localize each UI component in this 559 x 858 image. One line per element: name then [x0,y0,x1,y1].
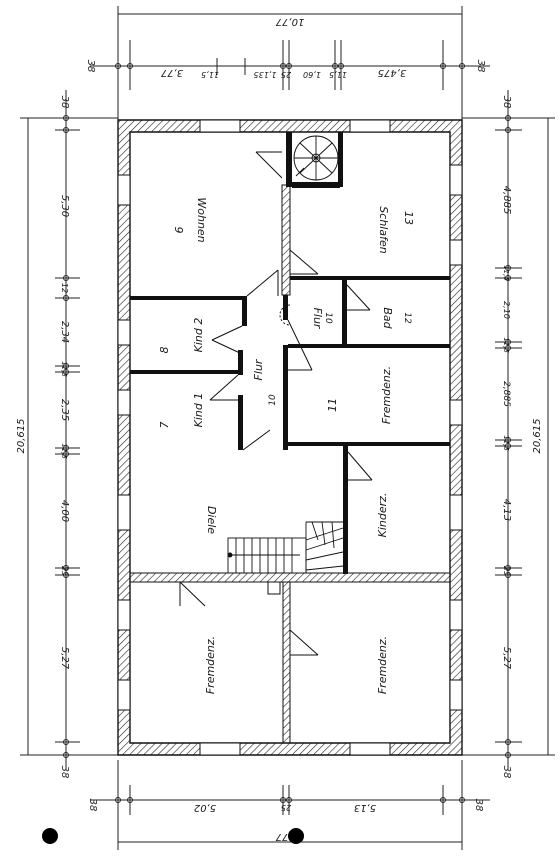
left-seg-2: 12 [60,283,69,293]
right-seg-3: 2,10 [502,301,511,319]
right-seg-4: 11,5 [502,337,510,353]
left-dimension-chain [20,90,118,770]
fremdenz-mid-label: Fremdenz. [380,366,393,424]
kind2-number: 8 [158,347,171,354]
right-seg-10: 38 [501,766,512,779]
bottom-seg-1: 5,02 [194,802,216,813]
fremdenz-mid-number: 11 [326,398,339,412]
flur-left-label: Flur [252,358,265,380]
bottom-dimension-labels: 38 5,02 25 5,13 38 [87,799,484,813]
bottom-seg-2: 25 [281,803,291,812]
top-total-dimension: 10,77 [275,16,304,27]
diele-label: Diele [205,506,218,534]
bottom-dimension-chain [90,760,490,850]
right-seg-0: 38 [501,96,512,109]
right-seg-2: 11,5 [502,265,510,281]
kind1-label: Kind 1 [192,393,205,428]
outer-wall [117,119,463,756]
flur-right-number: 10 [323,312,333,324]
top-seg-8: 38 [475,60,486,73]
door-swings [179,151,373,656]
bottom-seg-0: 38 [87,799,98,812]
room-labels: 9 Wohnen Schlafen 13 8 Kind 2 7 Kind 1 F… [158,197,415,694]
top-dimension-labels: 38 3,77 11,5 1,135 25 1,60 11,5 3,475 38 [85,60,486,79]
wohnen-number: 9 [172,227,185,234]
schlafen-number: 13 [402,211,415,225]
fremdenz-br-label: Fremdenz. [376,636,389,694]
windows [117,119,463,756]
right-seg-8: 25 [502,566,511,576]
bottom-seg-3: 5,13 [354,802,376,813]
schlafen-label: Schlafen [377,206,390,253]
top-seg-2: 11,5 [201,70,219,79]
top-seg-1: 3,77 [160,67,183,78]
top-seg-5: 1,60 [303,70,321,79]
kinderz-label: Kinderz. [376,493,389,538]
main-stair [227,521,344,574]
right-seg-1: 4,885 [501,186,512,215]
right-seg-6: 11,5 [502,435,510,451]
top-seg-0: 38 [85,60,96,73]
top-seg-3: 1,135 [254,70,277,79]
right-seg-5: 2,885 [501,381,511,407]
flur-left-number: 10 [268,394,278,406]
right-dimension-chain [462,90,555,770]
punch-hole-left [42,828,58,844]
left-seg-8: 25 [60,566,69,576]
top-seg-7: 3,475 [378,67,407,78]
bad-number: 12 [402,312,412,324]
fremdenz-bl-label: Fremdenz. [204,636,217,694]
left-seg-9: 5,27 [59,647,70,670]
left-seg-0: 38 [59,96,70,109]
wohnen-label: Wohnen [195,197,208,242]
left-seg-7: 4,00 [59,500,70,522]
left-seg-5: 2,35 [59,399,70,421]
kind2-label: Kind 2 [192,318,205,353]
flur-right-label: Flur [311,308,324,330]
left-dimension-labels: 38 5,30 12 2,34 11,5 2,35 11,5 4,00 25 5… [59,96,70,779]
left-total-dimension: 20,615 [16,419,27,454]
right-seg-9: 5,27 [501,647,512,670]
bottom-seg-4: 38 [473,799,484,812]
right-dimension-labels: 38 4,885 11,5 2,10 11,5 2,885 11,5 4,13 … [501,96,512,779]
right-total-dimension: 20,615 [532,419,543,454]
right-seg-7: 4,13 [501,499,512,521]
bad-label: Bad [381,307,394,329]
top-seg-4: 25 [281,70,291,79]
left-seg-10: 38 [59,766,70,779]
kind1-number: 7 [158,422,171,429]
punch-hole-right [288,828,304,844]
interior-walls [129,132,451,744]
top-dimension-chain [90,6,490,122]
left-seg-6: 11,5 [60,443,68,459]
left-seg-4: 11,5 [60,361,68,377]
top-seg-6: 11,5 [329,70,347,79]
left-seg-3: 2,34 [59,321,70,343]
spiral-stair [293,135,339,181]
left-seg-1: 5,30 [59,195,70,217]
